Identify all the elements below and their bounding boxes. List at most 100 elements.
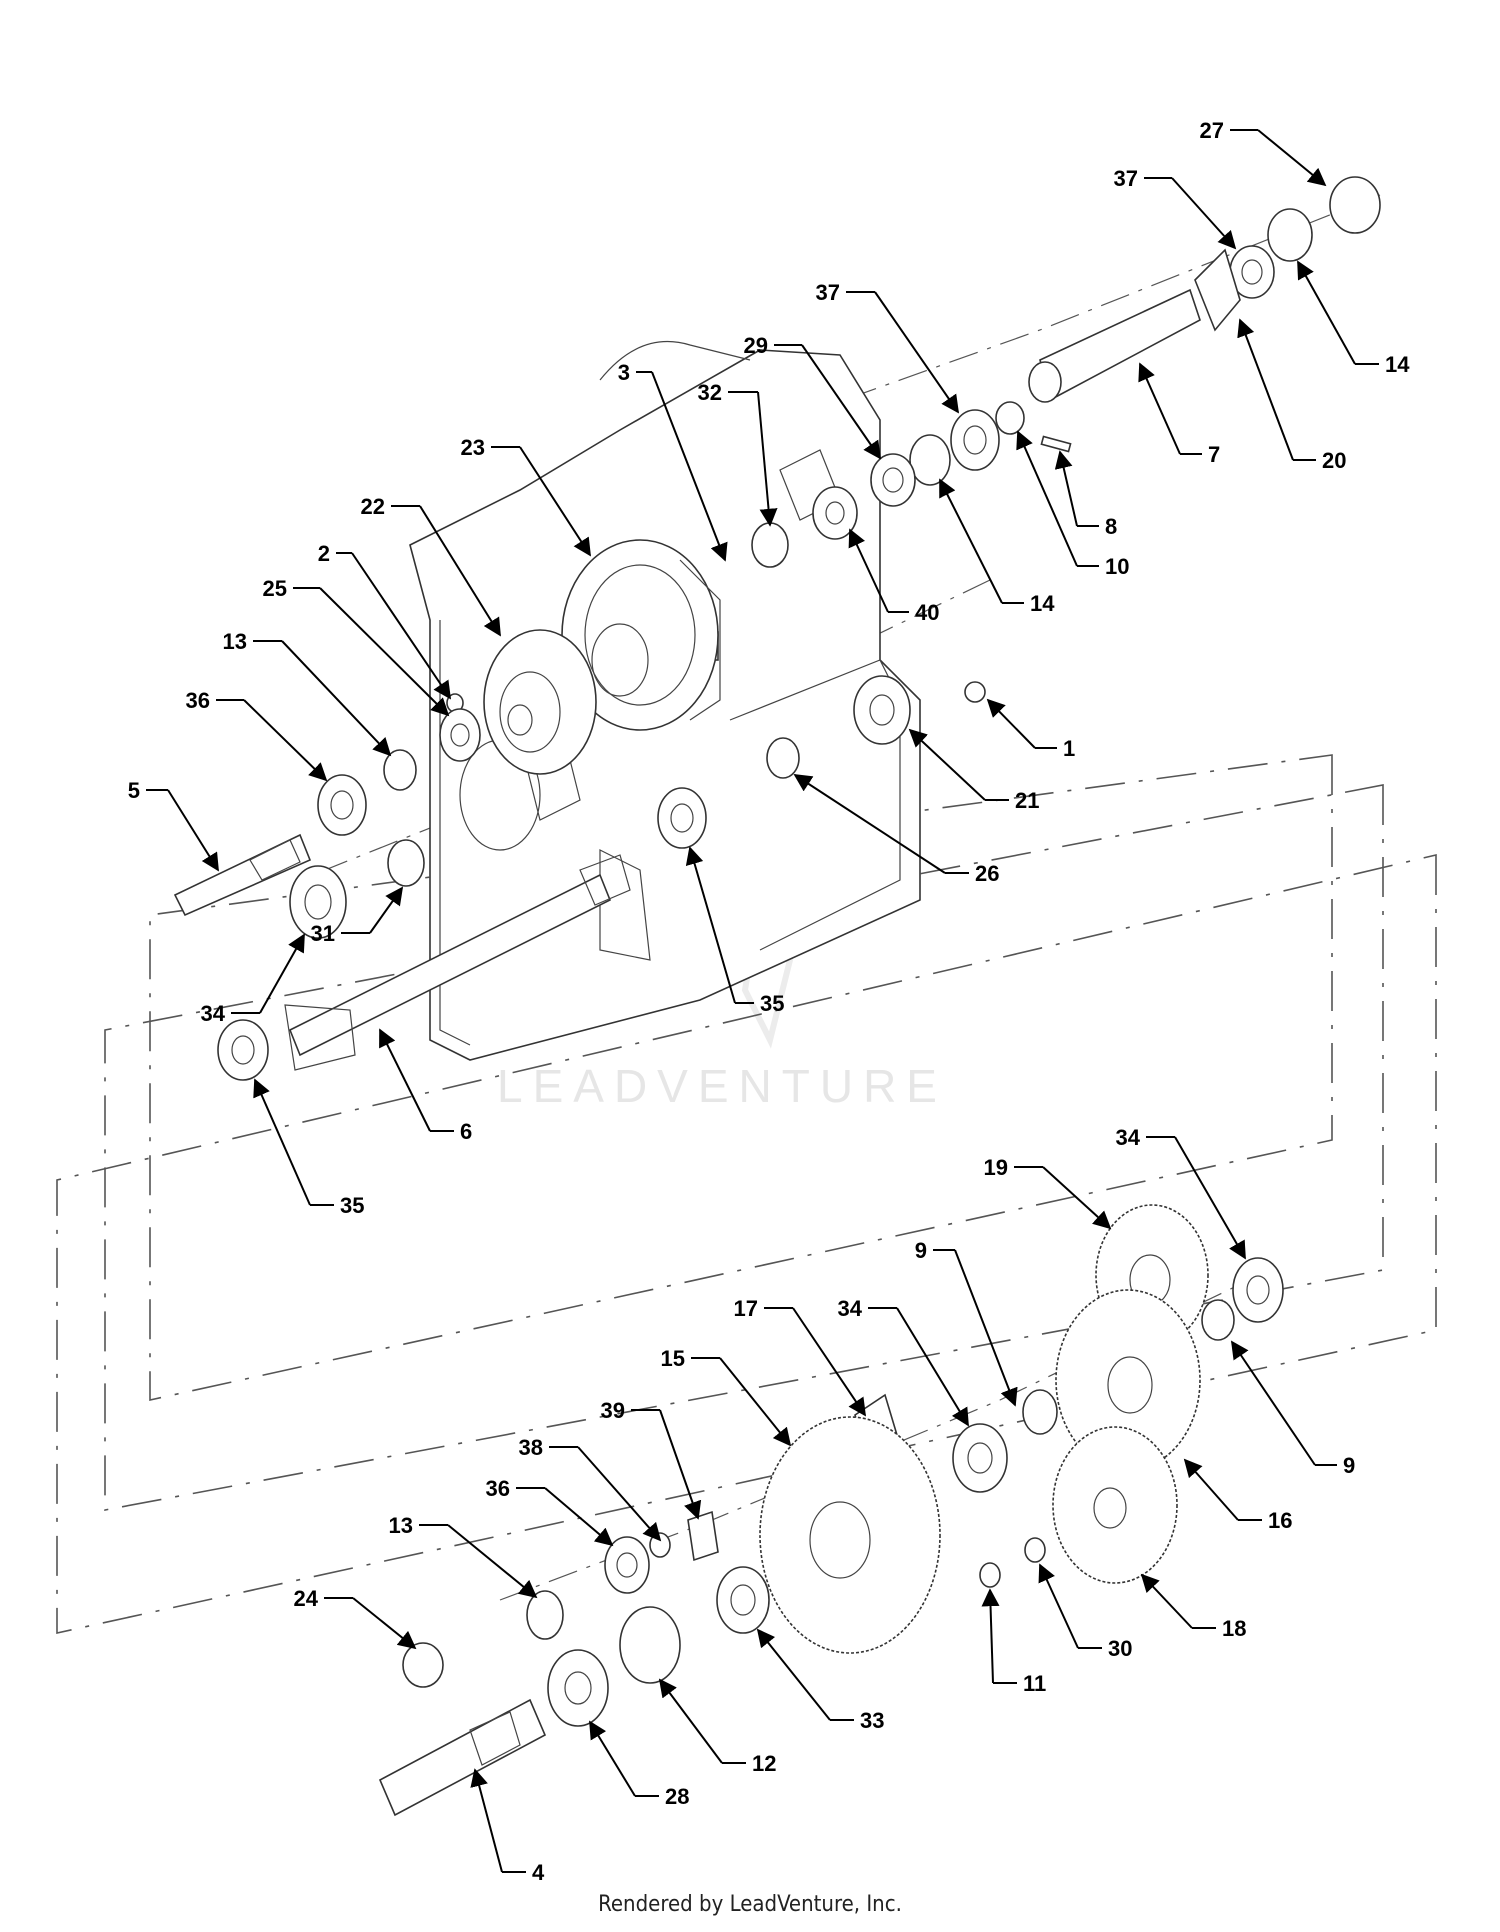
callout-label-30: 30 [1108, 1636, 1132, 1661]
callout-14b: 14 [939, 478, 1055, 616]
leader-line-25 [319, 587, 450, 717]
callout-label-35a: 35 [760, 991, 784, 1016]
leader-line-19 [1042, 1166, 1112, 1230]
leader-line-30 [1038, 1563, 1079, 1649]
callout-13b: 13 [389, 1513, 538, 1599]
leader-line-31 [369, 886, 404, 934]
leader-line-18 [1140, 1573, 1193, 1629]
leader-line-15 [719, 1357, 792, 1447]
leader-line-2 [351, 552, 452, 700]
leader-line-34a [259, 933, 305, 1014]
callout-label-27: 27 [1200, 118, 1224, 143]
callout-14a: 14 [1297, 260, 1410, 377]
callout-6: 6 [379, 1028, 472, 1144]
leader-line-35a [685, 846, 736, 1004]
callout-21: 21 [908, 728, 1039, 813]
leader-line-13a [281, 640, 392, 757]
callout-11: 11 [981, 1588, 1046, 1696]
callout-37b: 37 [816, 280, 960, 414]
callout-label-32: 32 [698, 380, 722, 405]
leader-line-1 [986, 698, 1036, 749]
callout-label-14a: 14 [1385, 352, 1410, 377]
callout-20: 20 [1237, 318, 1346, 473]
callout-label-6: 6 [460, 1119, 472, 1144]
callout-label-40: 40 [915, 600, 939, 625]
leader-line-23 [519, 446, 591, 557]
callout-36b: 36 [486, 1476, 614, 1547]
callout-27: 27 [1200, 118, 1327, 187]
callout-22: 22 [361, 494, 501, 637]
callout-label-4: 4 [532, 1860, 545, 1885]
leader-line-14b [939, 478, 1003, 604]
callout-label-5: 5 [128, 778, 140, 803]
callout-label-36b: 36 [486, 1476, 510, 1501]
callout-label-17: 17 [734, 1296, 758, 1321]
leader-line-38 [577, 1446, 662, 1542]
callout-label-13b: 13 [389, 1513, 413, 1538]
callout-34a: 34 [201, 933, 305, 1026]
callout-label-22: 22 [361, 494, 385, 519]
leader-line-27 [1257, 129, 1327, 187]
part-shapes [173, 176, 1381, 1817]
callout-7: 7 [1138, 362, 1220, 467]
leader-line-17 [792, 1307, 867, 1417]
callout-26: 26 [793, 774, 999, 886]
callout-9a: 9 [915, 1238, 1018, 1407]
leader-line-36b [544, 1487, 614, 1547]
callout-label-35b: 35 [340, 1193, 364, 1218]
callout-label-15: 15 [661, 1346, 685, 1371]
leader-line-5 [167, 789, 219, 872]
leader-line-9a [954, 1249, 1018, 1407]
watermark-text: LEADVENTURE [497, 1060, 947, 1112]
callout-label-34b: 34 [1116, 1125, 1141, 1150]
callout-36a: 36 [186, 688, 328, 782]
callout-30: 30 [1038, 1563, 1132, 1661]
leader-line-21 [908, 728, 986, 801]
callout-32: 32 [698, 380, 778, 527]
leader-line-16 [1183, 1458, 1239, 1521]
callout-16: 16 [1183, 1458, 1292, 1533]
callout-10: 10 [1016, 430, 1129, 579]
leader-line-37a [1171, 177, 1237, 250]
leader-line-3 [651, 371, 728, 562]
callout-label-25: 25 [263, 576, 287, 601]
callout-label-19: 19 [984, 1155, 1008, 1180]
leader-line-9b [1230, 1340, 1316, 1466]
callout-label-1: 1 [1063, 736, 1075, 761]
callout-label-8: 8 [1105, 514, 1117, 539]
leader-line-32 [757, 391, 778, 527]
leader-line-26 [793, 774, 946, 874]
callout-label-26: 26 [975, 861, 999, 886]
callout-label-18: 18 [1222, 1616, 1246, 1641]
leader-line-12 [658, 1678, 723, 1764]
callout-label-3: 3 [618, 360, 630, 385]
callout-label-28: 28 [665, 1784, 689, 1809]
callout-label-24: 24 [294, 1586, 319, 1611]
leader-line-28 [589, 1720, 636, 1797]
leader-line-29 [801, 344, 882, 460]
footer-text: Rendered by LeadVenture, Inc. [598, 1892, 902, 1917]
callout-label-2: 2 [318, 541, 330, 566]
callout-label-38: 38 [519, 1435, 543, 1460]
callout-label-9b: 9 [1343, 1453, 1355, 1478]
callout-3: 3 [618, 360, 728, 562]
leader-line-22 [419, 505, 501, 637]
leader-line-4 [470, 1768, 503, 1873]
callout-18: 18 [1140, 1573, 1246, 1641]
leader-line-34c [896, 1307, 969, 1427]
callout-label-21: 21 [1015, 788, 1039, 813]
callout-31: 31 [311, 886, 404, 946]
callout-23: 23 [461, 435, 591, 557]
callout-1: 1 [986, 698, 1075, 761]
callout-label-14b: 14 [1030, 591, 1055, 616]
callout-34c: 34 [838, 1296, 969, 1427]
leader-line-37b [874, 291, 960, 414]
callout-label-37a: 37 [1114, 166, 1138, 191]
leader-line-34b [1174, 1136, 1246, 1260]
callout-38: 38 [519, 1435, 662, 1542]
callout-37a: 37 [1114, 166, 1237, 250]
callout-12: 12 [658, 1678, 776, 1776]
leader-line-7 [1138, 362, 1181, 455]
